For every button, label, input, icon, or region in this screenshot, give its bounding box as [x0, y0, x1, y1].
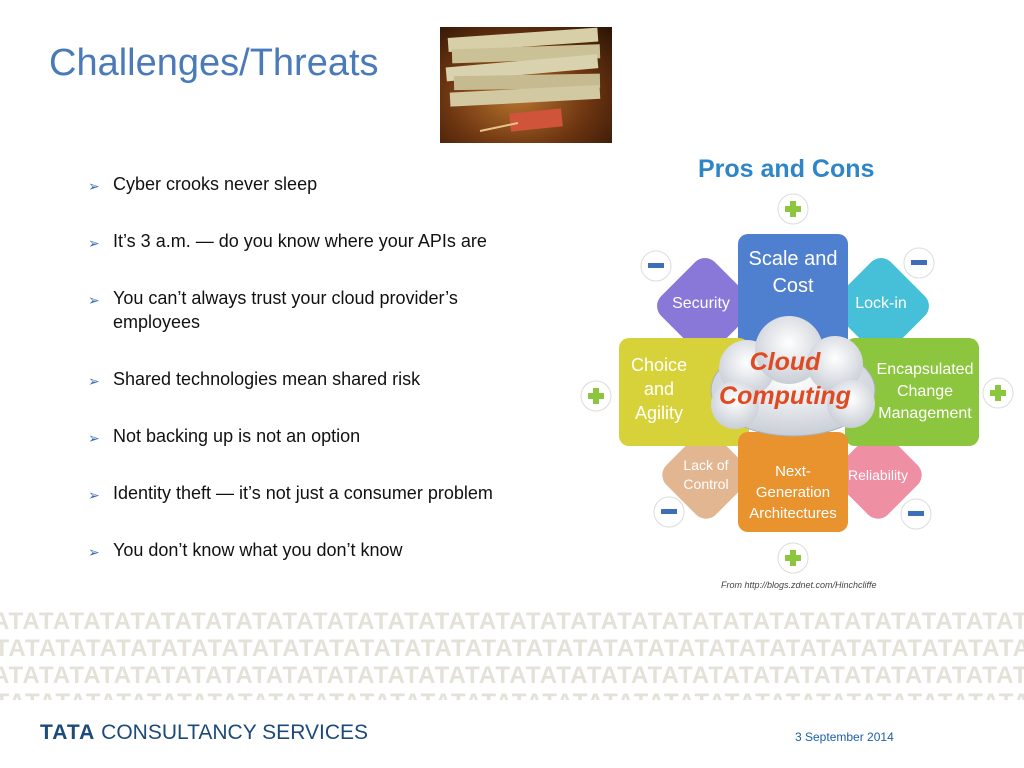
tile-encap-label-2: Change: [897, 383, 953, 400]
bullet-item: ➢Not backing up is not an option: [88, 424, 548, 448]
tile-choice-label-1: Choice: [631, 355, 687, 375]
bullet-item: ➢Cyber crooks never sleep: [88, 172, 548, 196]
tile-choice-label-3: Agility: [635, 403, 683, 423]
tile-next-generation: Next- Generation Architectures: [738, 432, 848, 532]
arrow-bullet-icon: ➢: [88, 373, 100, 389]
tile-reliability: Reliability: [834, 431, 922, 519]
arrow-bullet-icon: ➢: [88, 487, 100, 503]
plus-icon: [777, 193, 809, 225]
tile-encap-label-1: Encapsulated: [877, 361, 974, 378]
tile-nextgen-label-3: Architectures: [749, 505, 837, 522]
bullet-item: ➢Identity theft — it’s not just a consum…: [88, 481, 548, 505]
plus-icon: [580, 380, 612, 412]
plus-icon: [777, 542, 809, 574]
pros-cons-title: Pros and Cons: [698, 155, 875, 183]
pattern-row: ATATATATATATATATATATATATATATATATATATATAT…: [0, 689, 1024, 700]
tile-scale-label-2: Cost: [772, 275, 814, 297]
cloud-label-2: Computing: [719, 382, 851, 410]
company-logo: TATA CONSULTANCY SERVICES: [40, 721, 368, 745]
image-credit: From http://blogs.zdnet.com/Hinchcliffe: [721, 580, 877, 590]
tile-encap-label-3: Management: [878, 405, 972, 422]
arrow-bullet-icon: ➢: [88, 544, 100, 560]
tile-nextgen-label-1: Next-: [775, 463, 811, 480]
tile-reliability-label: Reliability: [848, 467, 908, 483]
minus-icon: [903, 247, 935, 279]
tile-lack-label-1: Lack of: [683, 457, 728, 473]
slide-title: Challenges/Threats: [49, 42, 379, 84]
minus-icon: [653, 496, 685, 528]
bullet-item: ➢Shared technologies mean shared risk: [88, 367, 548, 391]
slide-date: 3 September 2014: [795, 730, 894, 744]
tile-scale-label-1: Scale and: [749, 248, 838, 270]
money-stack-photo: [440, 27, 612, 143]
tile-lack-of-control: Lack of Control: [662, 431, 750, 519]
pattern-row: ATATATATATATATATATATATATATATATATATATATAT…: [0, 608, 1024, 635]
tile-lock-in-label: Lock-in: [855, 295, 907, 312]
logo-rest: CONSULTANCY SERVICES: [95, 721, 368, 744]
minus-icon: [640, 250, 672, 282]
tile-security-label: Security: [672, 295, 730, 312]
pros-cons-diagram: Security Lock-in Lack of Control Reliabi…: [580, 193, 1014, 574]
bullet-item: ➢It’s 3 a.m. — do you know where your AP…: [88, 229, 548, 253]
cloud-shape: Cloud Computing: [710, 316, 876, 437]
tile-lock-in: Lock-in: [833, 258, 929, 354]
bullet-list: ➢Cyber crooks never sleep ➢It’s 3 a.m. —…: [88, 172, 548, 595]
tata-pattern-band: ATATATATATATATATATATATATATATATATATATATAT…: [0, 608, 1024, 700]
bullet-item: ➢You don’t know what you don’t know: [88, 538, 548, 562]
tile-scale-and-cost: Scale and Cost: [738, 234, 848, 352]
plus-icon: [982, 377, 1014, 409]
tile-encapsulated-change: Encapsulated Change Management: [845, 338, 979, 446]
tile-lack-label-2: Control: [683, 476, 728, 492]
arrow-bullet-icon: ➢: [88, 292, 100, 308]
pattern-row: ATATATATATATATATATATATATATATATATATATATAT…: [0, 635, 1024, 662]
tile-choice-label-2: and: [644, 379, 674, 399]
arrow-bullet-icon: ➢: [88, 235, 100, 251]
logo-bold: TATA: [40, 721, 96, 744]
money-stack-illustration: [445, 27, 601, 132]
arrow-bullet-icon: ➢: [88, 178, 100, 194]
pattern-row: ATATATATATATATATATATATATATATATATATATATAT…: [0, 662, 1024, 689]
minus-icon: [900, 498, 932, 530]
tile-nextgen-label-2: Generation: [756, 484, 830, 501]
cloud-label-1: Cloud: [750, 348, 822, 376]
arrow-bullet-icon: ➢: [88, 430, 100, 446]
tile-security: Security: [657, 258, 753, 354]
bullet-item: ➢You can’t always trust your cloud provi…: [88, 288, 458, 332]
